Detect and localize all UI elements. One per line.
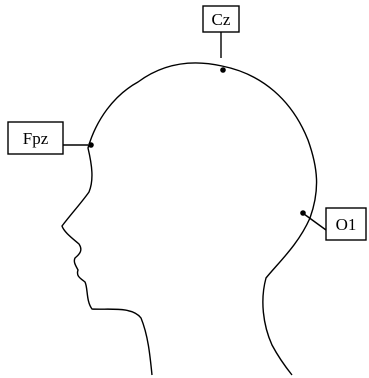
- fpz-point: [88, 142, 94, 148]
- fpz-label: Fpz: [23, 129, 49, 148]
- electrode-o1: O1: [300, 207, 367, 241]
- o1-point: [300, 210, 306, 216]
- electrode-cz: Cz: [202, 5, 240, 73]
- cz-label: Cz: [212, 10, 231, 29]
- fpz-label-box: [7, 121, 64, 155]
- o1-label-box: [325, 207, 367, 241]
- o1-label: O1: [336, 215, 357, 234]
- o1-leader-line: [303, 213, 327, 231]
- cz-point: [220, 67, 226, 73]
- electrode-fpz: Fpz: [7, 121, 94, 155]
- head-outline: [61, 62, 318, 376]
